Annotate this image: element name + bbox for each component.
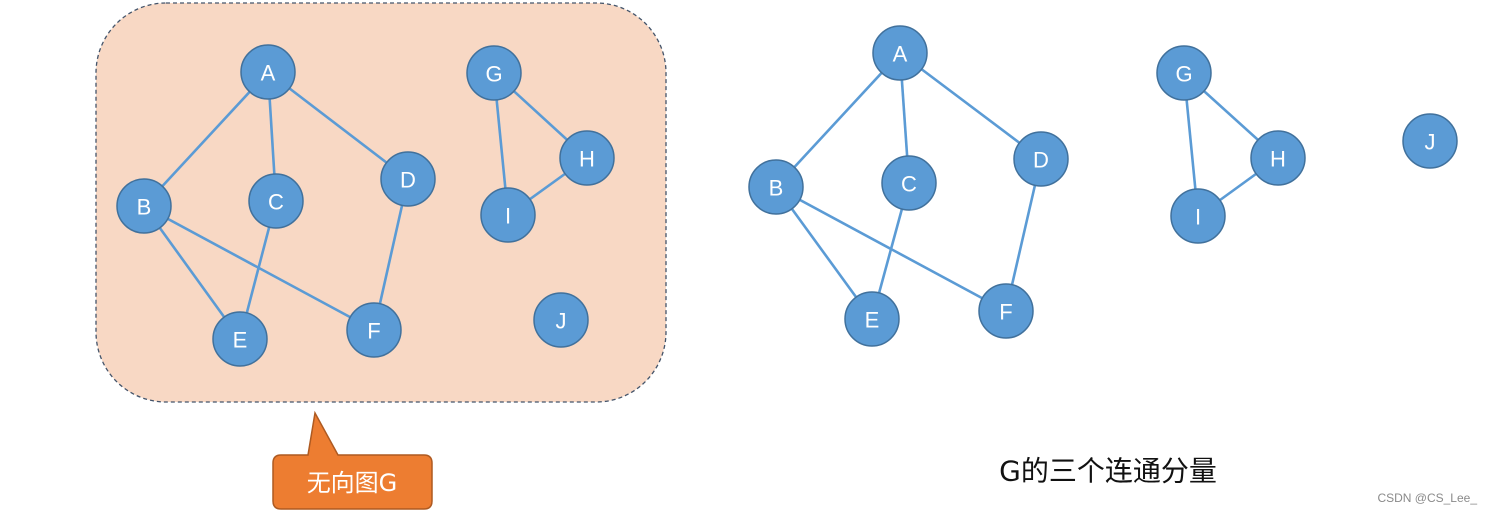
graph-g-node-d: D — [380, 151, 436, 207]
connected-components-graph: A B C D E F G H I J — [748, 25, 1458, 347]
components-node-circle-d — [1013, 131, 1069, 187]
components-node-i: I — [1170, 188, 1226, 244]
graph-g-node-circle-f — [346, 302, 402, 358]
graph-g-node-label-j: J — [556, 309, 567, 334]
graph-g-node-circle-c — [248, 173, 304, 229]
graph-g-node-circle-h — [559, 130, 615, 186]
components-node-circle-f — [978, 283, 1034, 339]
graph-g-node-j: J — [533, 292, 589, 348]
components-node-label-f: F — [999, 300, 1012, 325]
components-node-circle-g — [1156, 45, 1212, 101]
components-node-circle-a — [872, 25, 928, 81]
components-node-f: F — [978, 283, 1034, 339]
components-node-circle-c — [881, 155, 937, 211]
components-node-circle-b — [748, 159, 804, 215]
graph-g-node-label-e: E — [233, 328, 248, 353]
graph-g-node-label-f: F — [367, 319, 380, 344]
components-node-label-b: B — [769, 176, 784, 201]
graph-g-node-circle-b — [116, 178, 172, 234]
components-node-label-e: E — [865, 308, 880, 333]
components-node-label-j: J — [1425, 130, 1436, 155]
graph-g-node-circle-i — [480, 187, 536, 243]
components-node-label-i: I — [1195, 205, 1201, 230]
components-node-label-c: C — [901, 172, 917, 197]
graph-g-node-circle-j — [533, 292, 589, 348]
graph-g-node-a: A — [240, 44, 296, 100]
components-node-g: G — [1156, 45, 1212, 101]
components-node-circle-e — [844, 291, 900, 347]
components-edge-a-b — [775, 52, 901, 188]
graph-g-node-h: H — [559, 130, 615, 186]
graph-g-node-label-g: G — [485, 62, 502, 87]
graph-g-node-e: E — [212, 311, 268, 367]
graph-g-node-label-c: C — [268, 190, 284, 215]
components-caption: G的三个连通分量 — [999, 455, 1217, 488]
components-node-label-a: A — [893, 42, 908, 67]
graph-g-node-g: G — [466, 45, 522, 101]
graph-g-node-circle-a — [240, 44, 296, 100]
components-edge-a-d — [899, 51, 1042, 161]
graph-g-node-circle-e — [212, 311, 268, 367]
components-node-label-h: H — [1270, 147, 1286, 172]
graph-g-node-circle-d — [380, 151, 436, 207]
graph-g-edge-a-b — [143, 71, 269, 207]
graph-g-node-c: C — [248, 173, 304, 229]
components-node-h: H — [1250, 130, 1306, 186]
watermark: CSDN @CS_Lee_ — [1377, 491, 1477, 505]
components-node-circle-j — [1402, 113, 1458, 169]
components-node-b: B — [748, 159, 804, 215]
components-node-label-d: D — [1033, 148, 1049, 173]
components-node-e: E — [844, 291, 900, 347]
graph-g-node-i: I — [480, 187, 536, 243]
graph-g-node-label-h: H — [579, 147, 595, 172]
graph-g-node-b: B — [116, 178, 172, 234]
components-node-c: C — [881, 155, 937, 211]
components-node-a: A — [872, 25, 928, 81]
components-node-j: J — [1402, 113, 1458, 169]
graph-g-node-label-a: A — [261, 61, 276, 86]
graph-g: A B C D E F G H I J — [116, 44, 615, 367]
graph-g-edge-a-d — [267, 70, 409, 181]
graph-g-node-label-i: I — [505, 204, 511, 229]
graph-g-node-label-b: B — [137, 195, 152, 220]
components-node-label-g: G — [1175, 62, 1192, 87]
callout-bubble — [272, 410, 433, 510]
graph-g-node-circle-g — [466, 45, 522, 101]
graph-g-node-f: F — [346, 302, 402, 358]
components-node-circle-i — [1170, 188, 1226, 244]
graph-g-node-label-d: D — [400, 168, 416, 193]
components-node-d: D — [1013, 131, 1069, 187]
callout-label: 无向图G — [307, 469, 398, 497]
components-node-circle-h — [1250, 130, 1306, 186]
